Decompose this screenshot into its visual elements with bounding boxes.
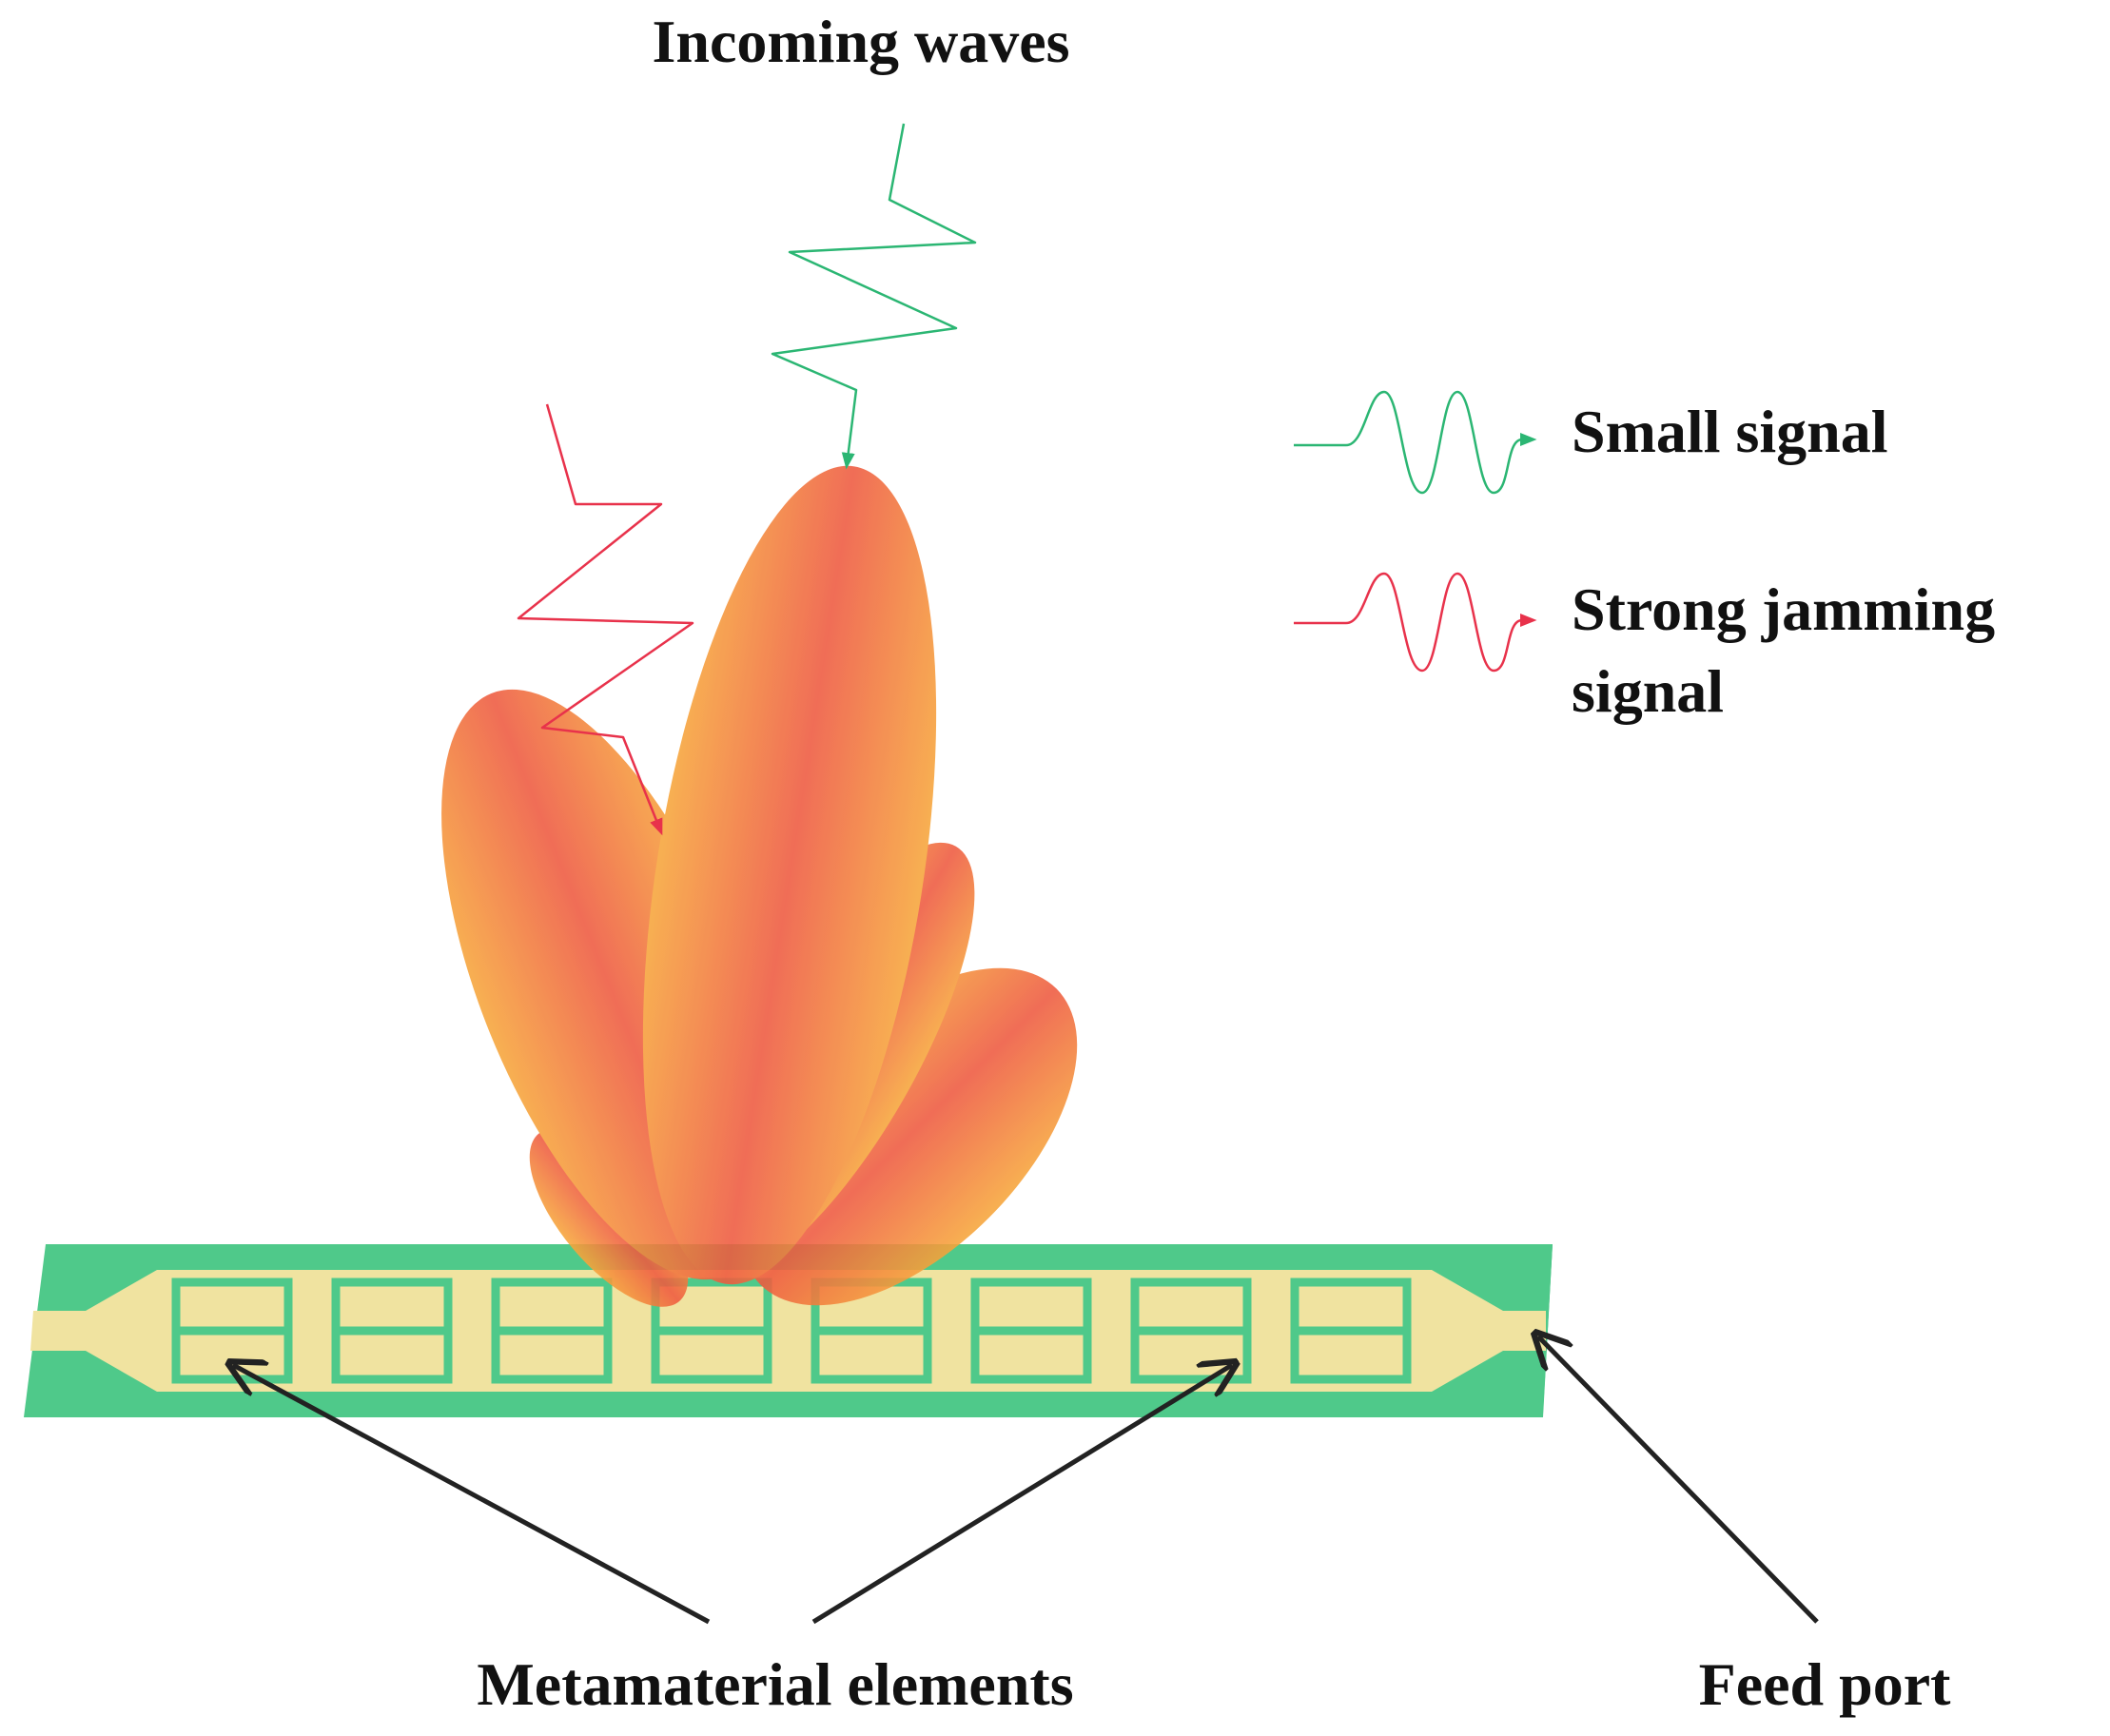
feed-port-arrow <box>1538 1336 1819 1624</box>
feed-line <box>30 1270 1546 1392</box>
metamaterial-unit-cell <box>970 1278 1092 1384</box>
legend: Small signal Strong jamming signal <box>1294 390 1995 725</box>
lobe-main <box>642 465 937 1285</box>
metamaterial-unit-cell <box>651 1278 772 1384</box>
metamaterial-unit-cell <box>1290 1278 1412 1384</box>
radiation-pattern <box>441 465 1078 1307</box>
lobe-right-wide <box>739 967 1078 1306</box>
metamaterial-arrow-left <box>233 1365 711 1625</box>
small-signal-label: Small signal <box>1572 398 1888 465</box>
metamaterial-unit-cell <box>491 1278 613 1384</box>
antenna-strip <box>24 1244 1553 1417</box>
feed-port-label: Feed port <box>1699 1650 1952 1718</box>
incoming-jamming-wave <box>517 403 694 836</box>
metamaterial-elements-label: Metamaterial elements <box>477 1650 1073 1718</box>
metamaterial-arrow-right <box>811 1365 1232 1625</box>
metamaterial-unit-cell <box>331 1278 453 1384</box>
jamming-signal-label-line1: Strong jamming <box>1572 575 1995 643</box>
incoming-waves-label: Incoming waves <box>652 8 1069 75</box>
jamming-signal-label-line2: signal <box>1572 657 1724 725</box>
red-wave-arrow-icon <box>1294 572 1537 673</box>
metamaterial-unit-cell <box>1130 1278 1252 1384</box>
incoming-small-signal-wave <box>771 123 977 470</box>
metamaterial-elements <box>171 1278 1412 1384</box>
green-wave-arrow-icon <box>1294 390 1537 495</box>
